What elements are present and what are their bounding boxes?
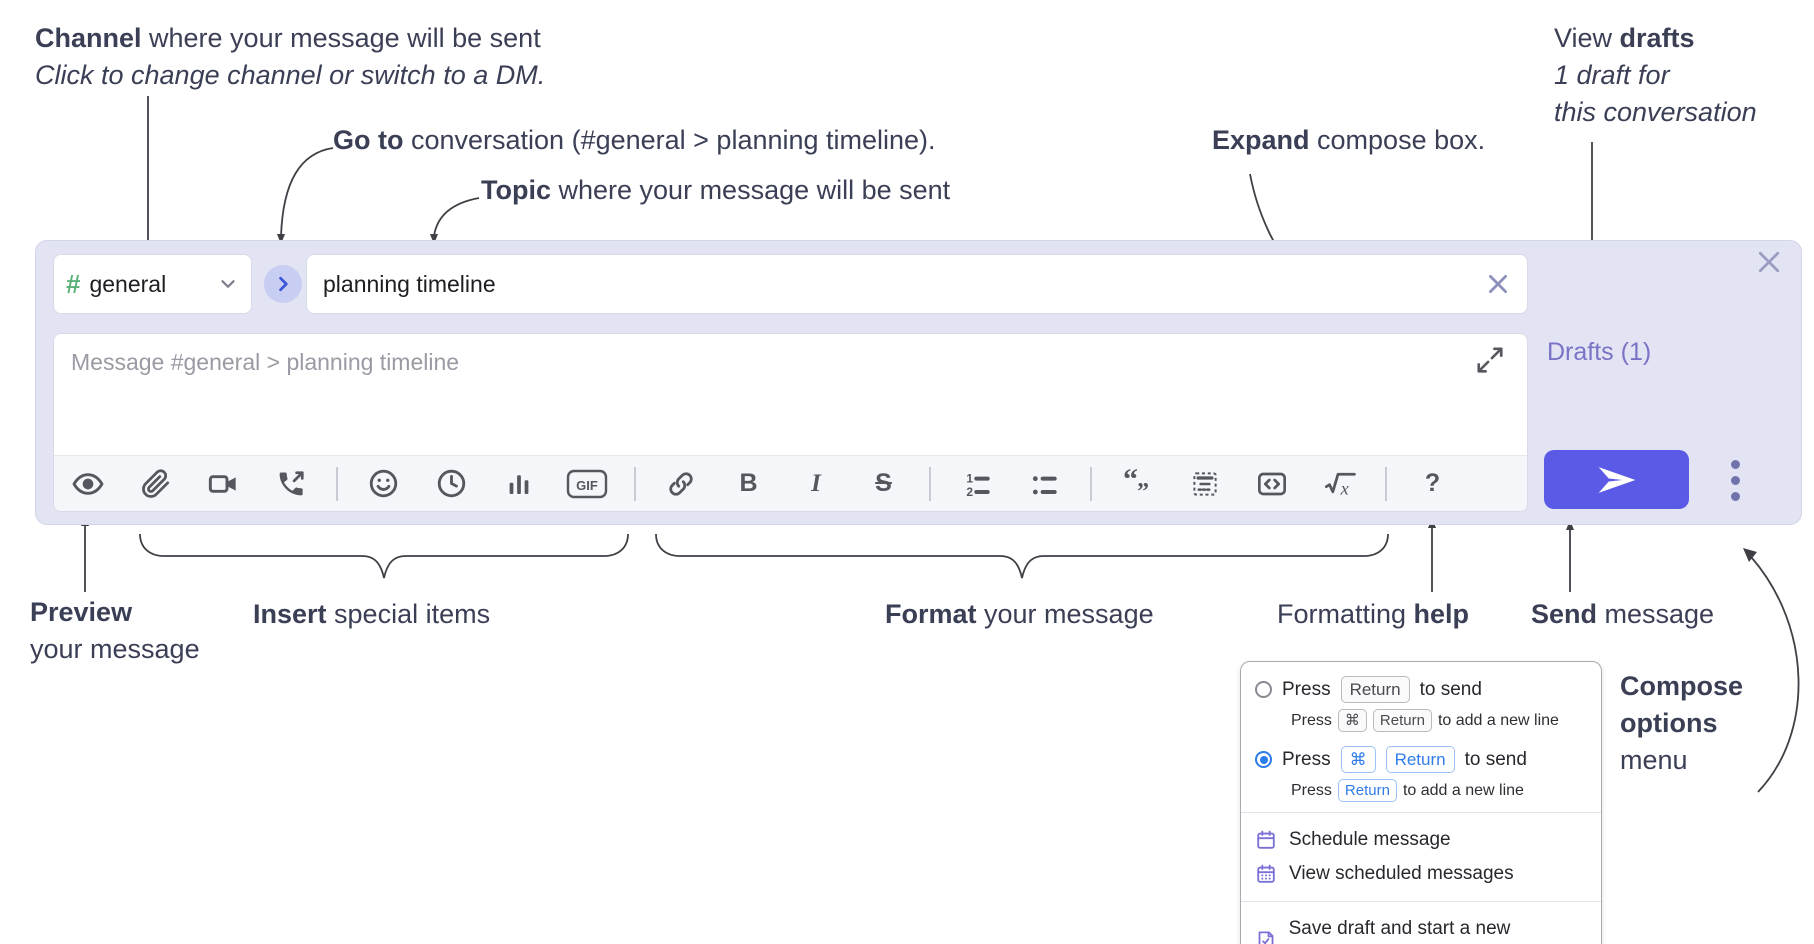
quote-icon[interactable]: “” (1115, 464, 1159, 504)
return-key: Return (1385, 746, 1455, 773)
svg-text:“: “ (1123, 467, 1138, 496)
toolbar-separator (336, 466, 338, 501)
svg-text:1: 1 (966, 471, 973, 485)
calendar-grid-icon (1257, 864, 1275, 883)
spoiler-icon[interactable] (1183, 464, 1227, 504)
menu-divider (1241, 901, 1601, 902)
audio-call-icon[interactable] (269, 464, 313, 504)
formatting-help-icon[interactable]: ? (1424, 469, 1441, 497)
insert-brace (139, 533, 629, 579)
gif-icon[interactable]: GIF (564, 464, 610, 504)
close-compose-button[interactable] (1754, 247, 1784, 277)
close-icon (1758, 251, 1780, 273)
bulleted-list-icon[interactable] (1022, 464, 1066, 504)
channel-annotation: Channel where your message will be sent … (35, 23, 546, 90)
message-input[interactable]: Message #general > planning timeline (53, 333, 1528, 512)
send-icon (1598, 466, 1635, 493)
svg-text:GIF: GIF (576, 478, 598, 493)
link-icon[interactable] (659, 464, 703, 504)
cmd-enter-sends-subtext: Press Return to add a new line (1291, 779, 1587, 802)
message-placeholder: Message #general > planning timeline (71, 349, 460, 375)
italic-icon[interactable]: I (811, 469, 821, 497)
calendar-icon (1257, 830, 1275, 849)
emoji-icon[interactable] (362, 464, 406, 504)
cmd-key: ⌘ (1337, 709, 1367, 732)
channel-name: general (89, 270, 167, 297)
compose-options-annotation: Compose options menu (1620, 671, 1744, 775)
return-key: Return (1372, 709, 1432, 732)
view-drafts-annotation: View drafts 1 draft for this conversatio… (1554, 23, 1757, 127)
cmd-enter-sends-option[interactable]: Press ⌘ Return to send (1241, 744, 1601, 775)
attach-file-icon[interactable] (134, 464, 178, 504)
format-annotation: Format your message (885, 599, 1154, 629)
compose-options-menu: Press Return to send Press ⌘ Return to a… (1240, 661, 1602, 944)
return-key: Return (1337, 779, 1397, 802)
compose-options-curve (1751, 557, 1800, 793)
expand-compose-icon[interactable] (1475, 345, 1505, 375)
menu-item-save-draft[interactable]: Save draft and start a new message (1241, 912, 1601, 944)
dot (1730, 491, 1740, 501)
send-button[interactable] (1544, 450, 1689, 509)
insert-annotation: Insert special items (253, 599, 491, 629)
format-brace (655, 533, 1389, 579)
menu-item-view-scheduled[interactable]: View scheduled messages (1241, 857, 1601, 891)
dot (1730, 459, 1740, 469)
chevron-right-icon (279, 276, 288, 292)
svg-text:x: x (1339, 478, 1348, 498)
bold-icon[interactable]: B (739, 469, 758, 497)
goto-arrow-curve (280, 147, 334, 237)
toolbar-separator (1089, 466, 1092, 501)
channel-hash-icon: # (66, 268, 81, 299)
send-annotation: Send message (1531, 599, 1715, 629)
poll-icon[interactable] (497, 464, 541, 504)
toolbar-separator (633, 466, 636, 501)
toolbar-separator (929, 466, 931, 501)
toolbar-separator (1385, 466, 1387, 501)
code-icon[interactable] (1250, 464, 1294, 504)
channel-selector[interactable]: # general (53, 254, 252, 314)
preview-eye-icon[interactable] (66, 464, 110, 504)
topic-input[interactable]: planning timeline (306, 254, 1528, 314)
radio-selected-icon[interactable] (1255, 751, 1272, 768)
strikethrough-icon[interactable]: S (875, 469, 892, 497)
enter-sends-subtext: Press ⌘ Return to add a new line (1291, 709, 1587, 732)
time-icon[interactable] (429, 464, 473, 504)
clear-topic-icon[interactable] (1485, 271, 1511, 297)
chevron-down-icon (221, 280, 235, 288)
draft-check-icon (1258, 931, 1274, 944)
menu-divider (1241, 812, 1601, 813)
expand-annotation: Expand compose box. (1212, 125, 1486, 155)
enter-sends-option[interactable]: Press Return to send (1241, 674, 1601, 705)
goto-annotation: Go to conversation (#general > planning … (333, 125, 936, 155)
go-to-conversation-button[interactable] (264, 265, 302, 303)
dot (1730, 475, 1740, 485)
compose-box: # general planning timeline Message #gen… (35, 240, 1802, 525)
topic-annotation: Topic where your message will be sent (481, 175, 951, 205)
menu-item-schedule-message[interactable]: Schedule message (1241, 823, 1601, 857)
topic-arrow-curve (433, 197, 480, 237)
svg-text:2: 2 (966, 485, 973, 499)
return-key: Return (1340, 676, 1410, 703)
preview-annotation: Preview your message (30, 597, 200, 664)
math-icon[interactable]: x (1318, 464, 1362, 504)
video-call-icon[interactable] (201, 464, 245, 504)
formatting-help-annotation: Formatting help (1277, 599, 1470, 629)
drafts-link[interactable]: Drafts (1) (1547, 338, 1652, 366)
compose-options-button[interactable] (1719, 452, 1751, 508)
radio-unselected-icon[interactable] (1255, 681, 1272, 698)
svg-text:”: ” (1137, 479, 1149, 501)
cmd-key: ⌘ (1340, 746, 1376, 773)
topic-value: planning timeline (323, 270, 496, 297)
